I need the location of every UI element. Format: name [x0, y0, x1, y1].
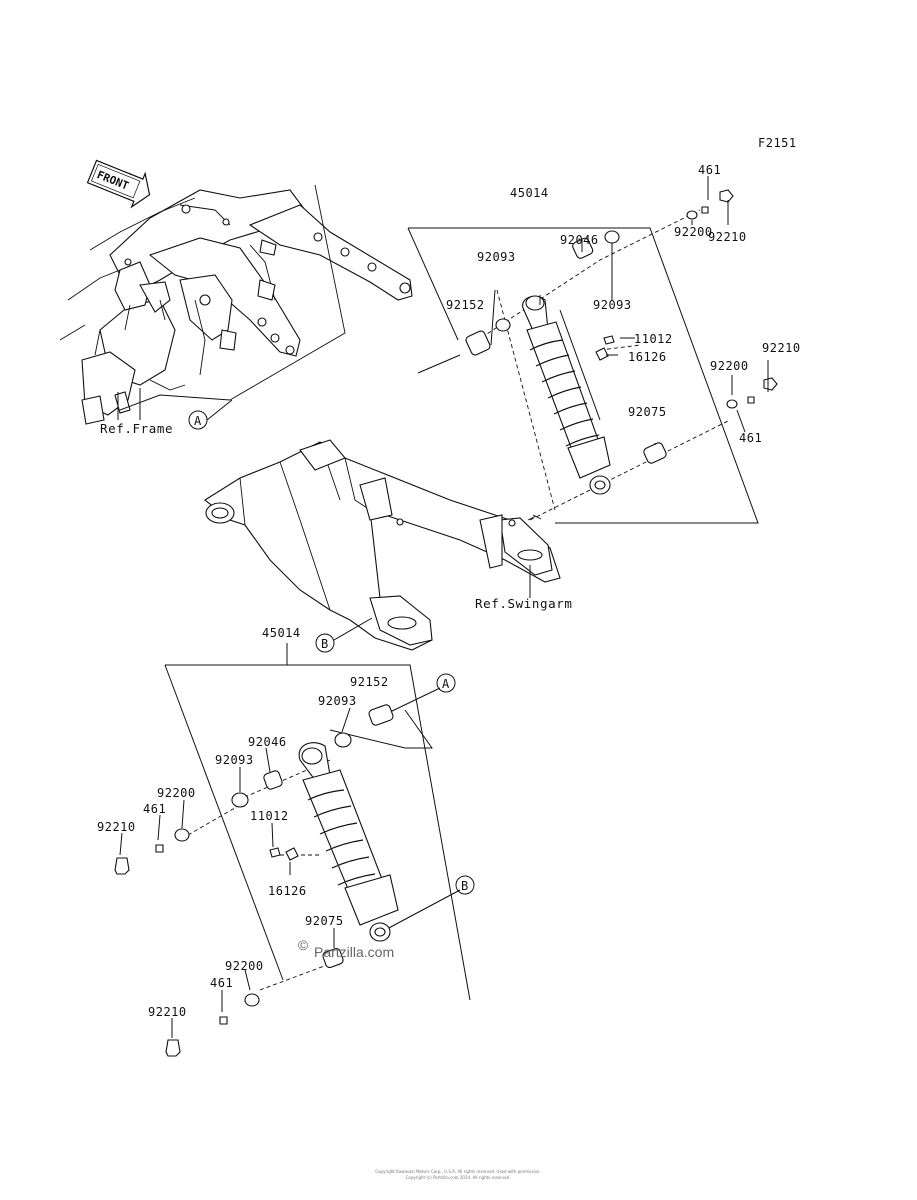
label-92152-lower: 92152	[350, 675, 389, 689]
swingarm-drawing	[204, 439, 561, 651]
label-92152-upper: 92152	[446, 298, 485, 312]
label-92200-lower-b: 92200	[225, 959, 264, 973]
label-92093-lower-b: 92093	[215, 753, 254, 767]
footer-copyright-2: Copyright (c) Partzilla.com 2024. All ri…	[406, 1175, 511, 1180]
label-92200-upper-a: 92200	[674, 225, 713, 239]
label-461-upper-a: 461	[698, 163, 721, 177]
label-92200-lower-a: 92200	[157, 786, 196, 800]
frame-drawing	[59, 189, 413, 425]
footer-copyright-1: Copyright Kawasaki Motors Corp., U.S.A. …	[375, 1169, 540, 1174]
watermark-symbol: ©	[298, 937, 309, 953]
svg-text:A: A	[442, 677, 450, 691]
label-92210-upper-b: 92210	[762, 341, 801, 355]
label-16126-upper: 16126	[628, 350, 667, 364]
label-16126-lower: 16126	[268, 884, 307, 898]
label-92046-lower: 92046	[248, 735, 287, 749]
watermark-text: Partzilla.com	[314, 944, 394, 960]
svg-text:B: B	[461, 879, 469, 893]
svg-text:A: A	[194, 414, 202, 428]
label-461-lower-a: 461	[143, 802, 166, 816]
callout-b-upper: B	[315, 633, 335, 653]
label-11012-lower: 11012	[250, 809, 289, 823]
ref-swingarm-label: Ref.Swingarm	[475, 596, 573, 611]
label-92093-upper-a: 92093	[477, 250, 516, 264]
figure-code: F2151	[758, 136, 797, 150]
label-92093-lower-a: 92093	[318, 694, 357, 708]
label-45014-upper: 45014	[510, 186, 549, 200]
ref-frame-label: Ref.Frame	[100, 421, 173, 436]
label-92210-upper-a: 92210	[708, 230, 747, 244]
label-461-upper-b: 461	[739, 431, 762, 445]
label-92210-lower-b: 92210	[148, 1005, 187, 1019]
front-arrow-icon: FRONT	[86, 159, 151, 209]
lower-shock-assembly: 45014 92152 92093 92046 92093 92200 461 …	[97, 626, 471, 1057]
label-45014-lower: 45014	[262, 626, 301, 640]
label-92093-upper-b: 92093	[593, 298, 632, 312]
label-92046-upper: 92046	[560, 233, 599, 247]
callout-a-upper: A	[188, 410, 208, 430]
label-461-lower-b: 461	[210, 976, 233, 990]
label-92075-upper: 92075	[628, 405, 667, 419]
svg-text:B: B	[321, 637, 329, 651]
upper-shock-assembly: 45014 461 92210 92200 92046 92093 92093 …	[407, 163, 801, 524]
label-92200-upper-b: 92200	[710, 359, 749, 373]
label-92210-lower-a: 92210	[97, 820, 136, 834]
callout-a-lower: A	[436, 673, 456, 693]
label-11012-upper: 11012	[634, 332, 673, 346]
label-92075-lower: 92075	[305, 914, 344, 928]
callout-b-lower: B	[455, 875, 475, 895]
